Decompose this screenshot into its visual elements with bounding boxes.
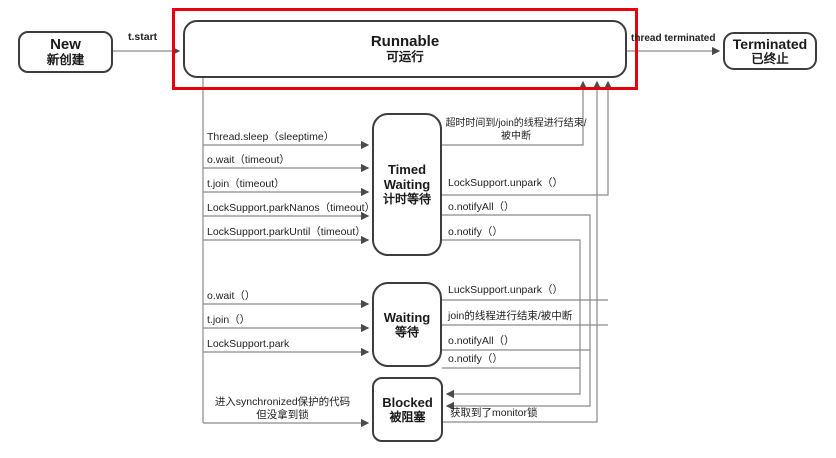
label-thread-terminated: thread terminated xyxy=(631,33,716,44)
label-parkuntil: LockSupport.parkUntil（timeout） xyxy=(207,226,366,238)
label-w-notify: o.notify（） xyxy=(448,353,503,365)
state-timed-waiting-label-en1: Timed xyxy=(387,162,427,177)
state-terminated-label-zh: 已终止 xyxy=(751,51,789,66)
state-waiting: Waiting 等待 xyxy=(372,282,442,367)
label-w-joinend: join的线程进行结束/被中断 xyxy=(448,310,573,322)
state-runnable-label-en: Runnable xyxy=(370,32,440,50)
label-synchronized-line2: 但没拿到锁 xyxy=(256,409,309,421)
state-runnable: Runnable 可运行 xyxy=(183,20,627,78)
label-lockpark: LockSupport.park xyxy=(207,338,290,350)
label-tjoin-timeout: t.join（timeout） xyxy=(207,178,285,190)
state-timed-waiting: Timed Waiting 计时等待 xyxy=(372,113,442,256)
label-w-notifyall: o.notifyAll（） xyxy=(448,335,515,347)
state-timed-waiting-label-en2: Waiting xyxy=(383,177,431,192)
label-tw-timeout-line2: 被中断 xyxy=(501,131,531,142)
state-new-label-zh: 新创建 xyxy=(46,52,85,67)
label-monitor: 获取到了monitor锁 xyxy=(450,407,538,419)
edge-notifyall-rail xyxy=(442,214,591,411)
state-timed-waiting-label-zh: 计时等待 xyxy=(382,192,431,206)
state-terminated-label-en: Terminated xyxy=(732,35,808,52)
label-synchronized: 进入synchronized保护的代码 但没拿到锁 xyxy=(200,396,365,422)
state-new: New 新创建 xyxy=(18,31,113,73)
state-waiting-label-zh: 等待 xyxy=(394,324,419,339)
label-tjoin: t.join（） xyxy=(207,314,251,326)
edge-tw-unpark-up xyxy=(442,80,613,196)
state-runnable-label-zh: 可运行 xyxy=(386,49,424,64)
label-parknanos: LockSupport.parkNanos（timeout） xyxy=(207,202,376,214)
edge-monitor-up xyxy=(443,80,602,423)
label-t-start: t.start xyxy=(128,31,158,43)
state-blocked-label-en: Blocked xyxy=(382,394,433,410)
edge-notify-rail xyxy=(442,239,581,399)
state-new-label-en: New xyxy=(50,35,81,53)
label-thread-sleep: Thread.sleep（sleeptime） xyxy=(207,131,335,143)
state-blocked-label-zh: 被阻塞 xyxy=(389,409,426,424)
label-w-unpark: LuckSupport.unpark（） xyxy=(448,284,563,296)
label-tw-timeout-line1: 超时时间到/join的线程进行结束/ xyxy=(445,118,587,129)
runnable-highlight-frame xyxy=(172,8,638,90)
state-waiting-label-en: Waiting xyxy=(383,309,431,325)
label-tw-notifyall: o.notifyAll（） xyxy=(448,201,515,213)
edge-tw-timeout-up xyxy=(442,80,588,146)
label-tw-timeout: 超时时间到/join的线程进行结束/ 被中断 xyxy=(442,117,590,143)
state-blocked: Blocked 被阻塞 xyxy=(372,377,443,442)
label-tw-notify: o.notify（） xyxy=(448,226,503,238)
label-owait: o.wait（） xyxy=(207,290,256,302)
label-owait-timeout: o.wait（timeout） xyxy=(207,154,290,166)
label-tw-unpark: LockSupport.unpark（） xyxy=(448,177,563,189)
state-terminated: Terminated 已终止 xyxy=(723,32,817,70)
label-synchronized-line1: 进入synchronized保护的代码 xyxy=(214,396,351,408)
